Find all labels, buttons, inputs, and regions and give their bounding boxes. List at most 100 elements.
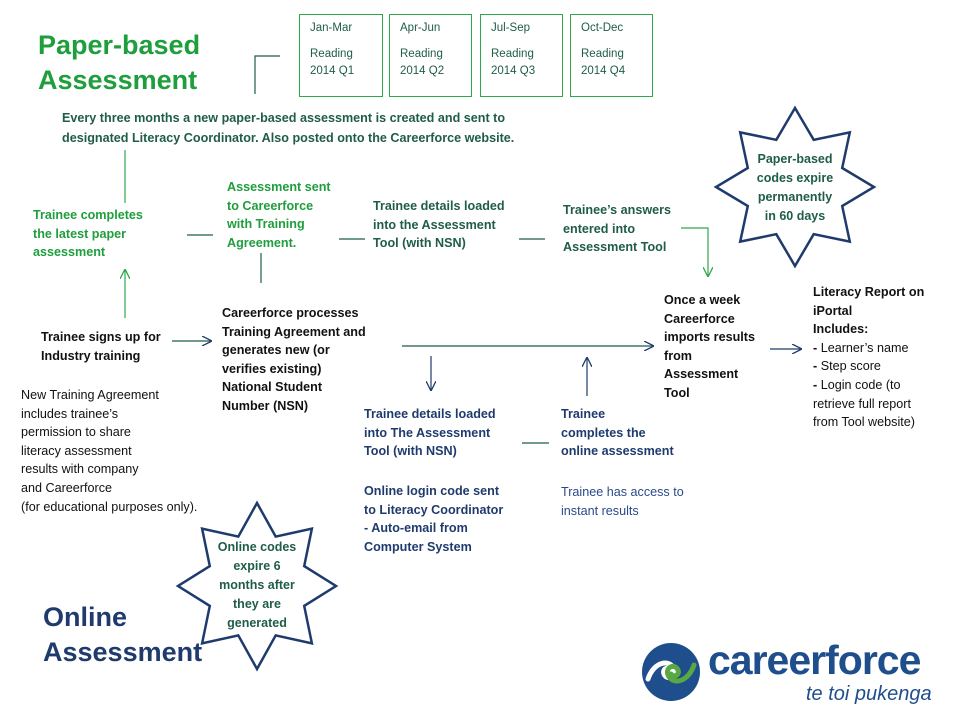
report-heading-line: Includes: xyxy=(813,322,869,337)
text-line: Trainee details loaded xyxy=(364,407,496,421)
text-line: Trainee signs up for xyxy=(41,330,161,344)
quarter-line1: Reading xyxy=(491,48,534,60)
text-line: Tool (with NSN) xyxy=(364,444,457,459)
text-line: (for educational purposes only). xyxy=(21,499,198,514)
text-line: to Literacy Coordinator xyxy=(364,502,504,517)
report-item-text: Step score xyxy=(820,359,881,374)
quarter-line2: 2014 Q4 xyxy=(581,65,626,77)
quarter-line2: 2014 Q2 xyxy=(400,65,445,77)
trainee-signs-up-text: Trainee signs up for Industry training xyxy=(41,328,161,365)
text-line: Number (NSN) xyxy=(222,398,309,413)
answers-entered-text: Trainee’s answers entered into Assessmen… xyxy=(563,201,671,257)
text-line: Assessment sent xyxy=(227,180,331,194)
report-item-text: Learner’s name xyxy=(820,340,909,355)
online-title-line1: Online xyxy=(43,602,128,632)
quarter-period: Oct-Dec xyxy=(581,22,624,34)
text-line: imports results xyxy=(664,330,755,345)
paper-title-line1: Paper-based xyxy=(38,30,201,60)
text-line: Online login code sent xyxy=(364,484,500,498)
online-title-line2: Assessment xyxy=(43,637,203,667)
text-line: to Careerforce xyxy=(227,198,314,213)
quarter-box-q2: Apr-Jun Reading 2014 Q2 xyxy=(389,14,472,97)
text-line: New Training Agreement xyxy=(21,388,159,402)
text-line: into The Assessment xyxy=(364,425,491,440)
new-agreement-text: New Training Agreement includes trainee’… xyxy=(21,386,197,516)
text-line: months after xyxy=(219,578,295,592)
instant-results-text: Trainee has access to instant results xyxy=(561,483,684,520)
quarter-line2: 2014 Q3 xyxy=(491,65,536,77)
trainee-completes-paper: Trainee completes the latest paper asses… xyxy=(33,206,143,262)
text-line: generated xyxy=(227,616,287,630)
text-line: Training Agreement and xyxy=(222,324,366,339)
text-line: results with company xyxy=(21,462,139,477)
text-line: Tool xyxy=(664,385,690,400)
report-heading-line: iPortal xyxy=(813,303,853,318)
logo-tagline: te toi pukenga xyxy=(806,683,932,705)
text-line: assessment xyxy=(33,245,106,260)
text-line: from xyxy=(664,348,692,363)
text-line: Careerforce processes xyxy=(222,306,359,320)
text-line: Assessment xyxy=(664,367,739,382)
text-line: and Careerforce xyxy=(21,480,113,495)
paper-title-line2: Assessment xyxy=(38,65,198,95)
quarter-line2: 2014 Q1 xyxy=(310,65,355,77)
report-item-text: Login code (to xyxy=(820,377,901,392)
paper-intro-text: Every three months a new paper-based ass… xyxy=(62,108,514,148)
quarter-box-q1: Jan-Mar Reading 2014 Q1 xyxy=(299,14,383,97)
online-codes-expire-label: Online codes expire 6 months after they … xyxy=(202,538,312,633)
weekly-import-text: Once a week Careerforce imports results … xyxy=(664,291,755,403)
careerforce-processes-text: Careerforce processes Training Agreement… xyxy=(222,304,366,416)
quarters-connector xyxy=(254,55,280,94)
text-line: Once a week xyxy=(664,293,741,307)
text-line: generates new (or xyxy=(222,343,330,358)
login-code-sent-text: Online login code sent to Literacy Coord… xyxy=(364,482,503,556)
text-line: literacy assessment xyxy=(21,443,132,458)
text-line: the latest paper xyxy=(33,226,127,241)
text-line: Online codes xyxy=(217,540,297,554)
text-line: expire 6 xyxy=(233,559,281,573)
text-line: Trainee details loaded xyxy=(373,199,505,213)
text-line: Paper-based xyxy=(757,152,833,166)
report-item-continued: retrieve full report xyxy=(813,396,911,411)
report-item-continued: from Tool website) xyxy=(813,415,915,430)
quarter-box-q4: Oct-Dec Reading 2014 Q4 xyxy=(570,14,653,97)
text-line: Tool (with NSN) xyxy=(373,236,466,251)
answers-to-import-arrow xyxy=(681,227,708,276)
text-line: permission to share xyxy=(21,425,131,440)
online-assessment-title: Online Assessment xyxy=(43,600,202,670)
trainee-completes-online: Trainee completes the online assessment xyxy=(561,405,674,461)
text-line: National Student xyxy=(222,380,323,395)
quarter-box-q3: Jul-Sep Reading 2014 Q3 xyxy=(480,14,563,97)
report-item-learner-name: - Learner’s name xyxy=(813,340,909,355)
quarter-line1: Reading xyxy=(310,48,353,60)
text-line: Industry training xyxy=(41,348,141,363)
text-line: Trainee’s answers xyxy=(563,203,672,217)
paper-codes-expire-label: Paper-based codes expire permanently in … xyxy=(740,150,850,226)
text-line: entered into xyxy=(563,221,636,236)
text-line: Trainee has access to xyxy=(561,485,684,499)
text-line: Trainee completes xyxy=(33,208,143,222)
literacy-report-text: Literacy Report on iPortal Includes: - L… xyxy=(813,283,924,432)
text-line: Trainee xyxy=(561,407,606,421)
text-line: instant results xyxy=(561,503,639,518)
text-line: Assessment Tool xyxy=(563,240,667,255)
report-item-login-code: - Login code (to xyxy=(813,377,901,392)
careerforce-logo: careerforce te toi pukenga xyxy=(640,636,940,712)
text-line: includes trainee’s xyxy=(21,406,119,421)
text-line: codes expire xyxy=(756,171,834,185)
report-heading-line: Literacy Report on xyxy=(813,285,925,299)
quarter-line1: Reading xyxy=(581,48,624,60)
text-line: Agreement. xyxy=(227,235,297,250)
quarter-line1: Reading xyxy=(400,48,443,60)
text-line: permanently xyxy=(757,190,833,204)
details-loaded-online: Trainee details loaded into The Assessme… xyxy=(364,405,496,461)
paper-codes-star-shape xyxy=(713,105,877,269)
text-line: into the Assessment xyxy=(373,217,496,232)
logo-emblem-icon xyxy=(642,643,700,701)
paper-assessment-title: Paper-based Assessment xyxy=(38,28,200,98)
quarter-period: Apr-Jun xyxy=(400,22,441,34)
text-line: Computer System xyxy=(364,539,472,554)
text-line: online assessment xyxy=(561,444,674,459)
paper-intro-line2: designated Literacy Coordinator. Also po… xyxy=(62,131,515,145)
